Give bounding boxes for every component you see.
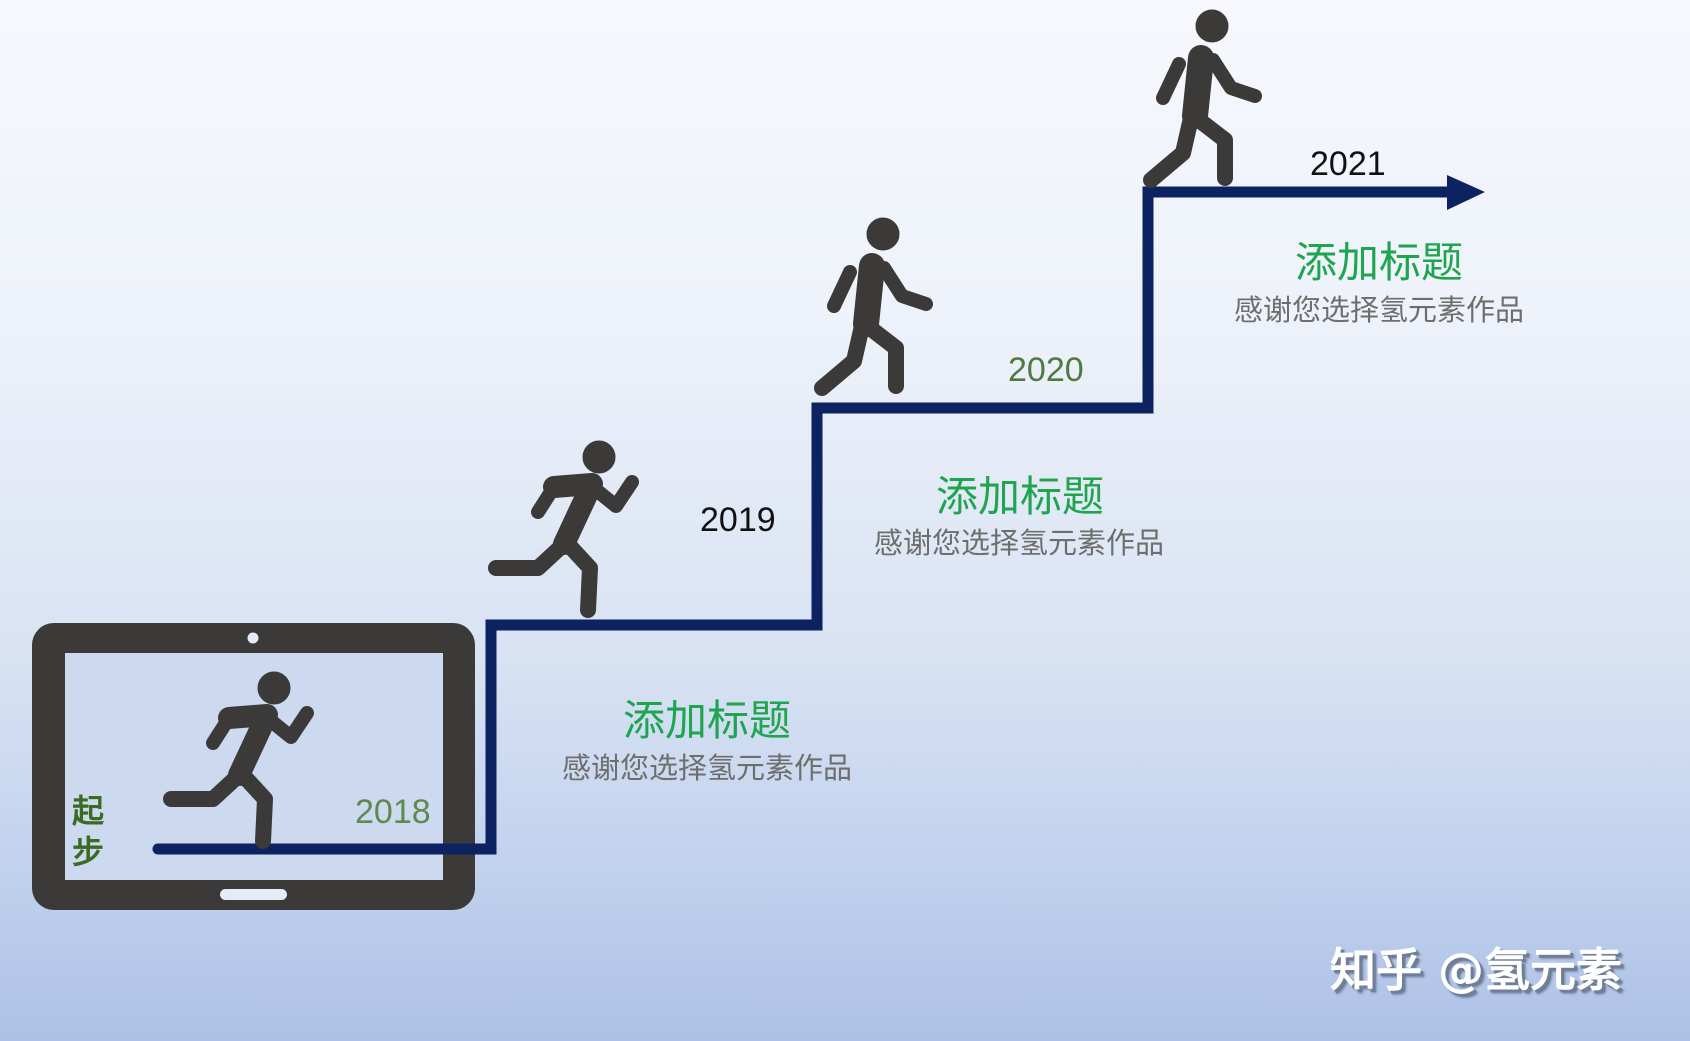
- year-label-2018: 2018: [355, 793, 431, 831]
- watermark: 知乎 @氢元素: [1330, 943, 1623, 997]
- step-1-subtitle: 感谢您选择氢元素作品: [561, 751, 852, 785]
- walker-icon: [1151, 10, 1255, 180]
- year-label-2019: 2019: [700, 501, 776, 539]
- arrow-right-icon: [1447, 175, 1485, 210]
- year-label-2021: 2021: [1310, 145, 1386, 183]
- staircase-line: [152, 186, 1455, 855]
- start-label-char-1: 起: [72, 792, 105, 830]
- year-label-2020: 2020: [1008, 351, 1084, 389]
- step-3-subtitle: 感谢您选择氢元素作品: [1233, 293, 1524, 327]
- runner-icon: [496, 441, 632, 610]
- start-label-char-2: 步: [72, 833, 105, 871]
- step-2-subtitle: 感谢您选择氢元素作品: [873, 526, 1164, 560]
- step-1-title: 添加标题: [622, 696, 791, 745]
- walker-icon: [822, 218, 926, 388]
- step-2-title: 添加标题: [935, 472, 1104, 521]
- step-3-title: 添加标题: [1294, 238, 1463, 287]
